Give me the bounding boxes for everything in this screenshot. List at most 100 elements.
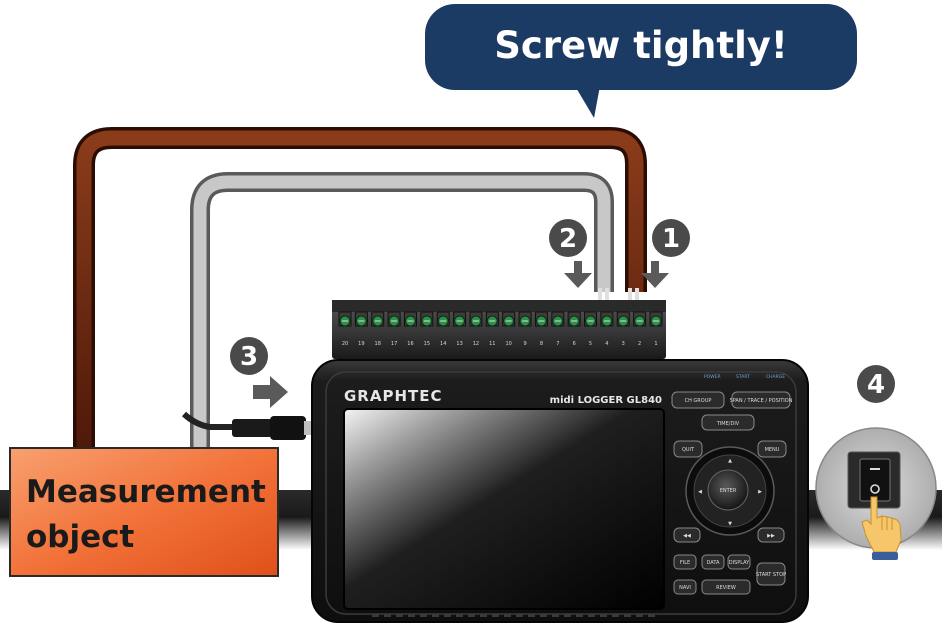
vent-slot (636, 614, 643, 617)
vent-slot (372, 614, 379, 617)
device-model: midi LOGGER GL840 (550, 395, 662, 406)
terminal-screw[interactable] (387, 311, 401, 327)
dial-left-icon: ◀ (698, 489, 702, 495)
file-button[interactable]: FILE (673, 554, 697, 570)
terminal-number: 14 (440, 341, 446, 347)
terminal-number: 17 (391, 341, 397, 347)
forward-button[interactable]: ▶▶ (757, 527, 785, 543)
step-3: 3 (230, 337, 288, 408)
vent-slot (468, 614, 475, 617)
span-trace-position-label: SPAN / TRACE / POSITION (730, 398, 793, 404)
step-3-badge (230, 337, 268, 375)
measurement-object-line2: object (26, 519, 135, 555)
review-button[interactable]: REVIEW (701, 579, 751, 595)
terminal-screw[interactable] (502, 311, 516, 327)
dial-down-icon: ▼ (728, 521, 732, 527)
terminal-screw[interactable] (649, 311, 663, 327)
terminal-screw[interactable] (338, 311, 352, 327)
vent-slot (576, 614, 583, 617)
ch-group-button[interactable]: CH GROUP (671, 391, 725, 409)
navigation-dial[interactable]: ENTER ▲ ▼ ◀ ▶ (685, 446, 775, 536)
step-2-arrow-icon (564, 261, 592, 288)
terminal-screw[interactable] (453, 311, 467, 327)
wire-tips (598, 288, 639, 300)
timediv-button[interactable]: TIME/DIV (701, 414, 755, 431)
measurement-object-line1: Measurement (26, 474, 266, 510)
navi-label: NAVI (679, 585, 691, 591)
terminal-screw[interactable] (436, 311, 450, 327)
gray-wire (193, 175, 611, 475)
vent-slot (600, 614, 607, 617)
vent-slot (396, 614, 403, 617)
terminal-number: 3 (622, 341, 625, 347)
forward-icon: ▶▶ (767, 533, 775, 539)
menu-label: MENU (765, 447, 780, 453)
power-switch[interactable] (859, 458, 891, 502)
red-wire (76, 130, 644, 475)
quit-label: QUIT (682, 447, 695, 453)
terminal-number: 1 (654, 341, 657, 347)
vent-slot (444, 614, 451, 617)
start-stop-button[interactable]: START STOP (756, 562, 786, 586)
terminal-screw[interactable] (354, 311, 368, 327)
terminal-screw[interactable] (567, 311, 581, 327)
vent-slot (480, 614, 487, 617)
data-button[interactable]: DATA (701, 554, 725, 570)
vent-slot (420, 614, 427, 617)
terminal-screw[interactable] (403, 311, 417, 327)
vent-slot (552, 614, 559, 617)
vent-slot (516, 614, 523, 617)
menu-button[interactable]: MENU (757, 440, 787, 458)
device-screen (343, 408, 665, 610)
terminal-screw[interactable] (584, 311, 598, 327)
step-2-number: 2 (559, 224, 577, 254)
display-label: DISPLAY (729, 560, 750, 566)
power-switch-inset (815, 427, 937, 560)
measurement-object-box (9, 447, 279, 577)
step-4-badge (857, 365, 895, 403)
display-button[interactable]: DISPLAY (727, 554, 751, 570)
rewind-button[interactable]: ◀◀ (673, 527, 701, 543)
terminal-number: 15 (424, 341, 430, 347)
enter-button[interactable] (707, 469, 749, 511)
quit-button[interactable]: QUIT (673, 440, 703, 458)
vent-slot (384, 614, 391, 617)
terminal-screw[interactable] (371, 311, 385, 327)
terminal-screw[interactable] (616, 311, 630, 327)
vent-slot (528, 614, 535, 617)
device-brand: GRAPHTEC (344, 387, 443, 405)
terminal-screw[interactable] (518, 311, 532, 327)
terminal-number: 5 (589, 341, 592, 347)
step-1-arrow-icon (641, 261, 669, 288)
timediv-label: TIME/DIV (716, 421, 740, 427)
vent-slot (588, 614, 595, 617)
step-1-number: 1 (662, 224, 680, 254)
dial-right-icon: ▶ (758, 489, 762, 495)
span-trace-position-button[interactable]: SPAN / TRACE / POSITION (730, 391, 793, 409)
file-label: FILE (680, 560, 690, 566)
navi-button[interactable]: NAVI (673, 579, 697, 595)
vent-slot (612, 614, 619, 617)
terminal-screw[interactable] (633, 311, 647, 327)
terminal-screw[interactable] (600, 311, 614, 327)
terminal-screw[interactable] (534, 311, 548, 327)
terminal-number: 2 (638, 341, 641, 347)
terminal-screw[interactable] (469, 311, 483, 327)
vent-slot (564, 614, 571, 617)
terminal-number: 12 (473, 341, 479, 347)
terminal-screw[interactable] (420, 311, 434, 327)
step-1-badge (652, 219, 690, 257)
dial-up-icon: ▲ (728, 458, 732, 464)
step-3-number: 3 (240, 342, 258, 372)
terminal-screw[interactable] (485, 311, 499, 327)
terminal-screw[interactable] (551, 311, 565, 327)
bottom-vents (372, 614, 655, 617)
vent-slot (504, 614, 511, 617)
terminal-number: 8 (540, 341, 543, 347)
step-4-number: 4 (867, 370, 885, 400)
led-charge: CHARGE (766, 374, 785, 380)
